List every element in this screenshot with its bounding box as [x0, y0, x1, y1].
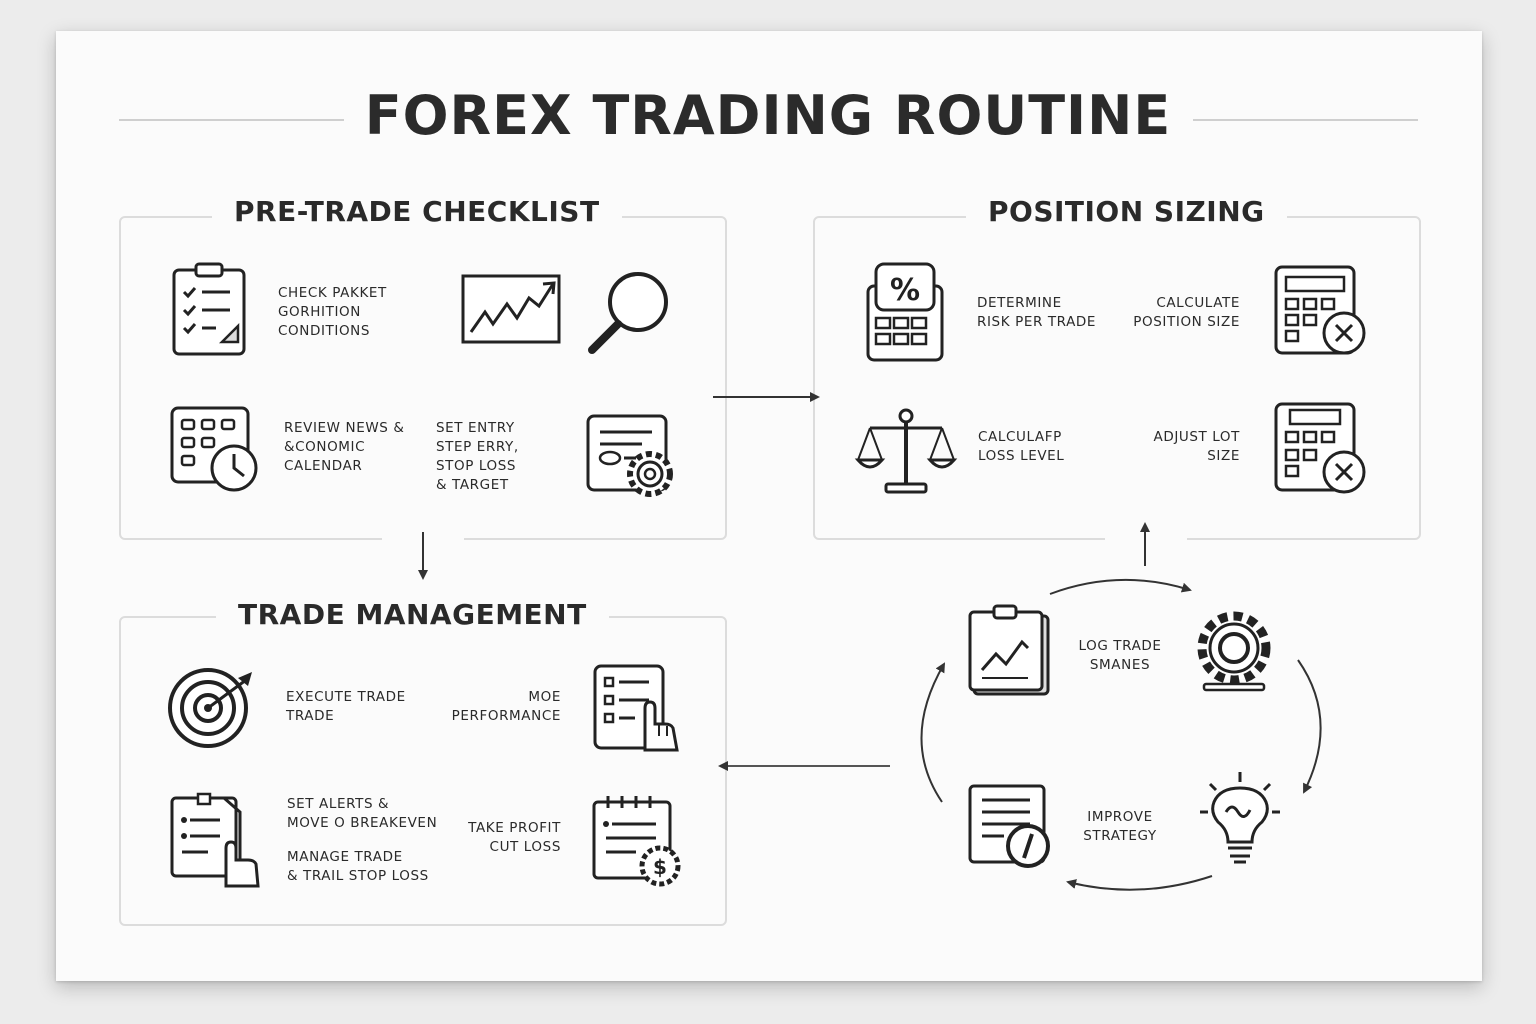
document-gear-icon [586, 414, 682, 504]
svg-text:$: $ [653, 855, 667, 879]
trade-management-title: TRADE MANAGEMENT [216, 598, 609, 631]
log-trade-label: LOG TRADE SMANES [1078, 638, 1162, 673]
document-pen-icon [968, 784, 1058, 874]
determine-risk-label: DETERMINE RISK PER TRADE [977, 295, 1097, 330]
lightbulb-icon [1198, 772, 1282, 870]
svg-text:%: % [890, 273, 920, 308]
document-hand-icon [168, 794, 262, 886]
cycle-arrow-top [1049, 578, 1192, 595]
calculator-icon [1274, 265, 1368, 359]
page-title: FOREX TRADING ROUTINE [364, 84, 1172, 147]
set-alerts-label: SET ALERTS & MOVE O BREAKEVEN [287, 796, 438, 831]
target-arrow-icon [166, 664, 252, 754]
manage-trade-label: MANAGE TRADE & TRAIL STOP LOSS [287, 849, 429, 884]
chart-up-icon [461, 274, 561, 346]
performance-label: MOE PERFORMANCE [451, 689, 561, 724]
execute-trade-label: EXECUTE TRADE TRADE [286, 689, 406, 724]
notepad-dollar-icon: $ [592, 794, 686, 888]
clipboard-checklist-icon [170, 262, 250, 358]
adjust-lot-label: ADJUST LOT SIZE [1153, 429, 1240, 464]
calculator-adjust-icon [1274, 402, 1368, 496]
chart-clipboard-icon [968, 606, 1052, 698]
title-rule-right [1193, 119, 1418, 121]
checklist-hand-icon [593, 664, 683, 756]
check-market-label: CHECK PAKKET GORHITION CONDITIONS [278, 285, 387, 339]
cycle-arrow-left [920, 662, 946, 803]
calculate-position-label: CALCULATE POSITION SIZE [1133, 295, 1240, 330]
take-profit-label: TAKE PROFIT CUT LOSS [468, 820, 561, 855]
scales-icon [856, 408, 956, 496]
calculate-loss-label: CALCULAFP LOSS LEVEL [978, 429, 1065, 464]
cycle-arrow-right [1297, 659, 1322, 794]
cycle-arrow-bottom [1066, 875, 1213, 891]
set-entry-label: SET ENTRY STEP ERRY, STOP LOSS & TARGET [436, 420, 519, 493]
pre-trade-title: PRE-TRADE CHECKLIST [212, 195, 622, 228]
position-sizing-title: POSITION SIZING [966, 195, 1287, 228]
review-news-label: REVIEW NEWS & &CONOMIC CALENDAR [284, 420, 405, 474]
improve-strategy-label: IMPROVE STRATEGY [1083, 809, 1157, 844]
calendar-clock-icon [170, 406, 260, 492]
title-rule-left [119, 119, 344, 121]
gear-icon [1192, 604, 1278, 696]
magnifier-icon [586, 270, 672, 356]
percent-calculator-icon: % [864, 262, 946, 362]
